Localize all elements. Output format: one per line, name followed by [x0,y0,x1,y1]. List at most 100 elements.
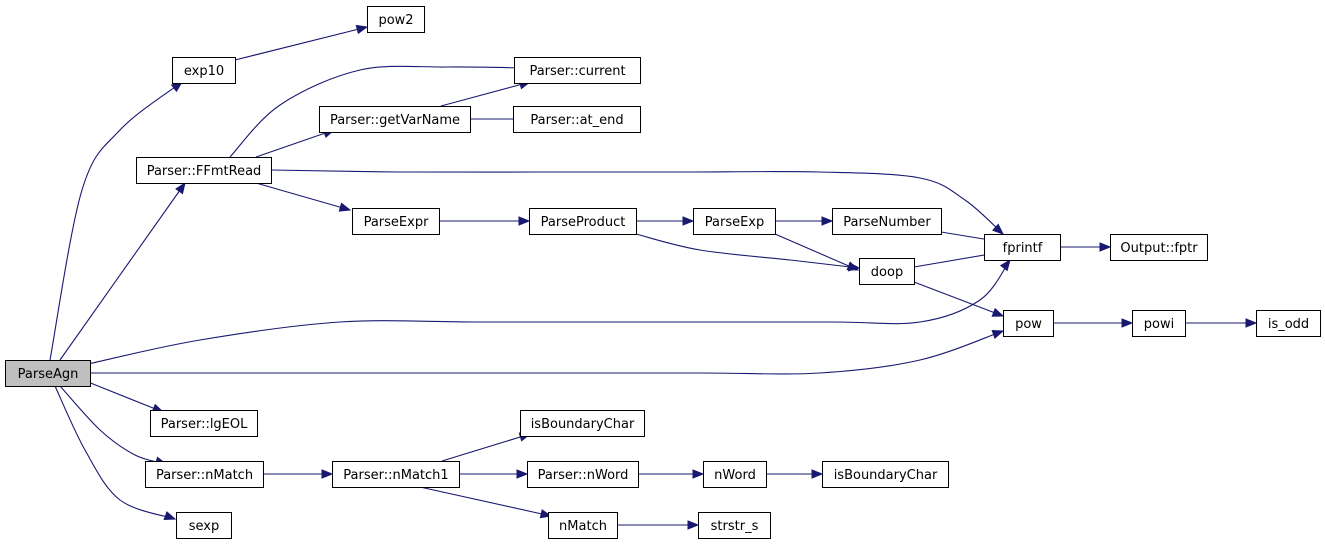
node-box[interactable] [984,234,1061,261]
edge-line [90,330,1004,375]
node-box[interactable] [529,208,637,235]
node-getVarName[interactable]: Parser::getVarName [319,106,471,133]
node-box[interactable] [514,57,641,84]
arrowhead-icon [1099,242,1112,252]
node-ParseExpr[interactable]: ParseExpr [352,208,440,235]
node-nWord_p[interactable]: Parser::nWord [527,461,639,488]
edge-line [913,281,1004,317]
arrowhead-icon [991,307,1005,317]
node-label: powi [1144,317,1174,332]
node-pow[interactable]: pow [1003,310,1054,337]
node-box[interactable] [172,57,236,84]
node-sexp[interactable]: sexp [176,512,232,539]
node-ParseProduct[interactable]: ParseProduct [529,208,637,235]
node-label: ParseExpr [364,215,429,230]
node-label: Parser::nWord [538,468,629,483]
node-FFmtRead[interactable]: Parser::FFmtRead [136,157,272,184]
edge-nWord_p-to-nWord [638,469,705,479]
node-box[interactable] [703,461,767,488]
edge-ParseAgn-to-fprintf [87,258,1011,365]
node-box[interactable] [822,461,949,488]
edge-ParseAgn-to-exp10 [49,81,184,361]
node-powi[interactable]: powi [1132,310,1186,337]
node-box[interactable] [548,512,618,539]
edge-line [255,129,335,158]
node-box[interactable] [332,461,460,488]
node-box[interactable] [150,410,258,437]
edge-line [270,169,1004,235]
node-exp10[interactable]: exp10 [172,57,236,84]
edge-line [59,182,186,361]
edge-line [441,433,531,462]
node-nMatch1[interactable]: Parser::nMatch1 [332,461,460,488]
node-ParseAgn[interactable]: ParseAgn [5,360,91,387]
node-box[interactable] [145,461,264,488]
node-nMatch[interactable]: nMatch [548,512,618,539]
node-box[interactable] [1132,310,1186,337]
node-box[interactable] [176,512,232,539]
edge-doop-to-fprintf [913,250,998,268]
arrowhead-icon [811,469,824,479]
node-box[interactable] [1110,234,1208,261]
node-strstr_s[interactable]: strstr_s [698,512,771,539]
edge-ParseProduct-to-ParseExp [636,216,695,226]
node-box[interactable] [527,461,639,488]
edge-ParseAgn-to-pow [90,329,1005,375]
node-label: Output::fptr [1120,241,1198,256]
node-box[interactable] [136,157,272,184]
edge-pow-to-powi [1053,318,1134,328]
node-box[interactable] [693,208,776,235]
node-fptr[interactable]: Output::fptr [1110,234,1208,261]
node-fprintf[interactable]: fprintf [984,234,1061,261]
edge-getVarName-to-current [440,80,532,107]
arrowhead-icon [1121,318,1134,328]
node-label: Parser::at_end [530,113,623,128]
edge-nWord-to-isBoundaryChar2 [766,469,824,479]
node-at_end[interactable]: Parser::at_end [513,106,641,133]
node-box[interactable] [832,208,942,235]
edge-ParseExp-to-ParseNumber [775,216,834,226]
node-nWord[interactable]: nWord [703,461,767,488]
node-box[interactable] [352,208,440,235]
node-box[interactable] [520,410,645,437]
arrowhead-icon [692,469,705,479]
call-edges [49,24,1258,530]
node-box[interactable] [1256,310,1321,337]
node-ParseExp[interactable]: ParseExp [693,208,776,235]
node-current[interactable]: Parser::current [514,57,641,84]
arrowhead-icon [321,469,334,479]
node-box[interactable] [319,106,471,133]
node-box[interactable] [859,258,915,285]
node-label: doop [871,265,903,280]
node-pow2[interactable]: pow2 [367,6,425,33]
node-label: Parser::current [529,64,625,79]
node-label: pow2 [378,13,413,28]
node-label: nWord [714,468,756,483]
node-isBoundaryChar2[interactable]: isBoundaryChar [822,461,949,488]
node-box[interactable] [1003,310,1054,337]
edge-nMatch-to-strstr_s [617,520,700,530]
node-ParseNumber[interactable]: ParseNumber [832,208,942,235]
edge-FFmtRead-to-ParseExpr [255,182,352,212]
arrowhead-icon [687,520,700,530]
node-box[interactable] [5,360,91,387]
node-label: exp10 [184,64,224,79]
edge-ParseAgn-to-FFmtRead [59,181,186,361]
node-label: nMatch [559,519,607,534]
arrowhead-icon [992,223,1005,235]
node-label: isBoundaryChar [834,468,938,483]
node-box[interactable] [513,106,641,133]
node-doop[interactable]: doop [859,258,915,285]
edge-doop-to-pow [913,281,1005,317]
edge-line [913,252,997,268]
node-box[interactable] [367,6,425,33]
node-lgEOL[interactable]: Parser::lgEOL [150,410,258,437]
node-is_odd[interactable]: is_odd [1256,310,1321,337]
edge-line [774,233,859,271]
node-nMatch_p[interactable]: Parser::nMatch [145,461,264,488]
node-isBoundaryChar1[interactable]: isBoundaryChar [520,410,645,437]
arrowhead-icon [163,511,177,521]
node-box[interactable] [698,512,771,539]
arrowhead-icon [999,258,1011,272]
